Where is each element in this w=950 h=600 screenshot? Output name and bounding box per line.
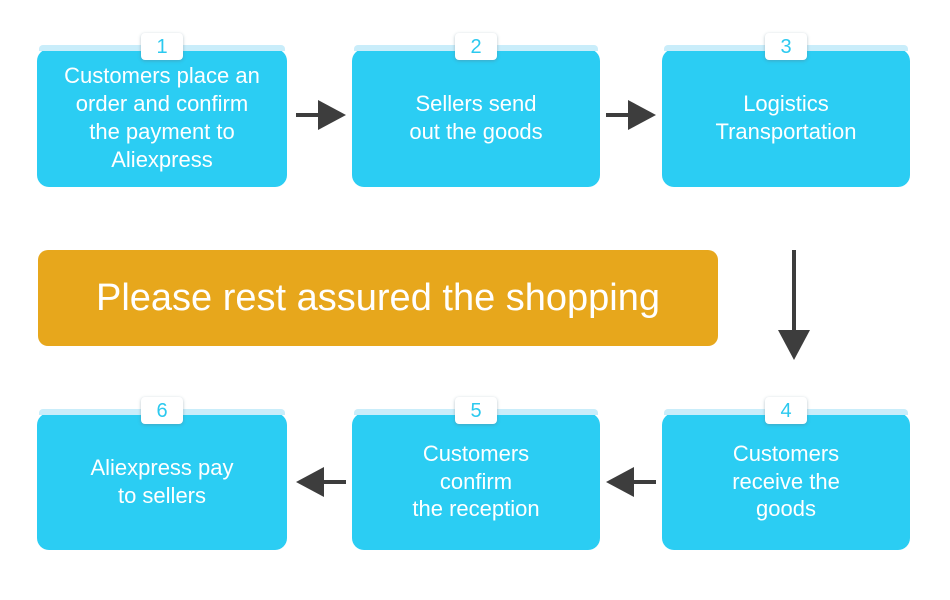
step-number-tab-3: 3	[765, 33, 807, 60]
arrow-right-step1-to-step2-icon	[296, 100, 346, 130]
arrow-left-step4-to-step5-icon	[606, 467, 656, 497]
arrow-down-step3-to-step4-icon	[778, 250, 811, 360]
banner-text: Please rest assured the shopping	[95, 276, 661, 319]
step-number-5: 5	[470, 399, 482, 422]
banner: Please rest assured the shopping	[38, 250, 718, 346]
step-number-1: 1	[156, 35, 168, 58]
arrow-head	[628, 100, 656, 130]
step-number-4: 4	[780, 399, 792, 422]
step-label-6: Aliexpress pay to sellers	[90, 454, 234, 508]
step-box-6: 6 Aliexpress pay to sellers	[37, 397, 287, 550]
arrow-right-step2-to-step3-icon	[606, 100, 656, 130]
arrow-shaft	[296, 113, 320, 117]
arrow-shaft	[322, 480, 346, 484]
step-number-6: 6	[156, 399, 168, 422]
step-number-3: 3	[780, 35, 792, 58]
arrow-head	[318, 100, 346, 130]
arrow-head	[296, 467, 324, 497]
step-number-tab-4: 4	[765, 397, 807, 424]
arrow-head	[606, 467, 634, 497]
step-box-1: 1 Customers place an order and confirm t…	[37, 33, 287, 187]
step-number-2: 2	[470, 35, 482, 58]
step-number-tab-6: 6	[141, 397, 183, 424]
step-box-4: 4 Customers receive the goods	[662, 397, 910, 550]
arrow-head	[778, 330, 810, 360]
step-number-tab-1: 1	[141, 33, 183, 60]
step-number-tab-5: 5	[455, 397, 497, 424]
step-label-1: Customers place an order and confirm the…	[64, 63, 260, 172]
step-box-3: 3 Logistics Transportation	[662, 33, 910, 187]
step-label-5: Customers confirm the reception	[412, 440, 540, 522]
arrow-shaft	[606, 113, 630, 117]
arrow-shaft	[792, 250, 796, 330]
step-label-2: Sellers send out the goods	[409, 91, 543, 144]
step-label-3: Logistics Transportation	[715, 91, 857, 144]
step-label-4: Customers receive the goods	[732, 440, 840, 522]
arrow-left-step5-to-step6-icon	[296, 467, 346, 497]
step-box-5: 5 Customers confirm the reception	[352, 397, 600, 550]
step-number-tab-2: 2	[455, 33, 497, 60]
arrow-shaft	[632, 480, 656, 484]
step-box-2: 2 Sellers send out the goods	[352, 33, 600, 187]
